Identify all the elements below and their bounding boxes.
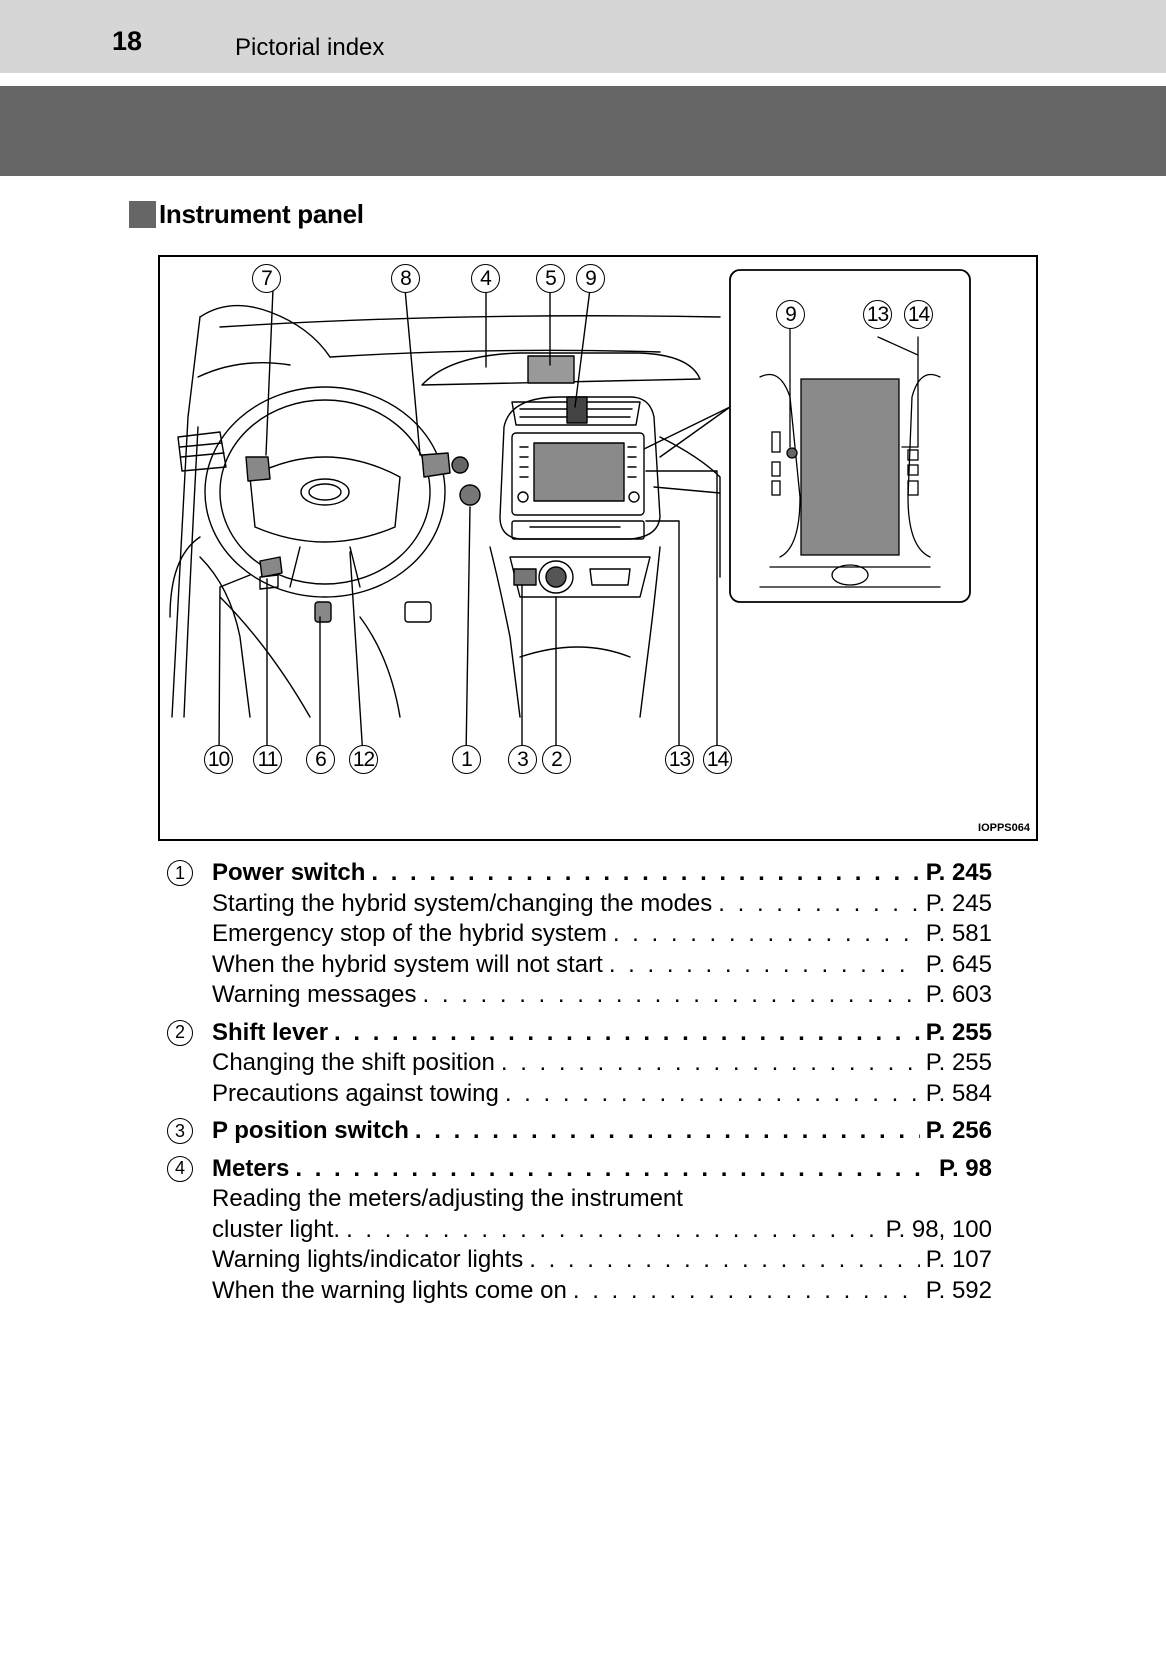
figure-code: IOPPS064 [978, 822, 1030, 834]
index-page: P. 98 [939, 1154, 992, 1182]
index-number-2: 2 [167, 1019, 193, 1046]
inset-callout-9: 9 [776, 300, 805, 329]
instrument-panel-figure: 7 8 4 5 9 9 13 14 10 11 6 12 1 3 2 13 14… [158, 255, 1038, 841]
sub-label: When the hybrid system will not start [212, 950, 603, 978]
index-main-row[interactable]: P position switch P. 256 [212, 1116, 992, 1147]
heading: Instrument panel [129, 199, 364, 229]
index-group-4: 4 Meters P. 98 Reading the meters/adjusti… [160, 1154, 992, 1307]
callout-13: 13 [665, 745, 694, 774]
index-main-row[interactable]: Meters P. 98 [212, 1154, 992, 1185]
index-sub-row[interactable]: Emergency stop of the hybrid system P. 58… [212, 919, 992, 950]
index-sub-row[interactable]: When the warning lights come on P. 592 [212, 1276, 992, 1307]
index-sub-row[interactable]: When the hybrid system will not start P. … [212, 950, 992, 981]
index-sub-row-first-line[interactable]: Reading the meters/adjusting the instrum… [212, 1185, 683, 1212]
sub-label: cluster light. [212, 1215, 341, 1243]
callout-4: 4 [471, 264, 500, 293]
index-sub-row[interactable]: Warning lights/indicator lights P. 107 [212, 1245, 992, 1276]
index-number-1: 1 [167, 860, 193, 886]
sub-page: P. 645 [925, 950, 992, 978]
callout-2: 2 [542, 745, 571, 774]
index-main-row[interactable]: Power switch P. 245 [212, 858, 992, 889]
callout-1: 1 [452, 745, 481, 774]
sub-page: P. 584 [925, 1079, 992, 1107]
callout-11: 11 [253, 745, 282, 774]
index-sub-row[interactable]: Changing the shift position P. 255 [212, 1048, 992, 1079]
index-page: P. 245 [925, 859, 992, 886]
sub-label: Precautions against towing [212, 1079, 499, 1107]
instrument-panel-illustration [169, 269, 971, 758]
index-title: Meters [212, 1154, 290, 1182]
index-group-3: 3 P position switch P. 256 [160, 1116, 992, 1147]
index-page: P. 255 [925, 1018, 992, 1046]
sub-label: Warning lights/indicator lights [212, 1246, 524, 1273]
chapter-band [0, 86, 1166, 176]
callout-12: 12 [349, 745, 378, 774]
sub-page: P. 592 [925, 1276, 992, 1304]
heading-square-icon [129, 200, 156, 228]
index-title: P position switch [212, 1117, 409, 1144]
index-main-row[interactable]: Shift lever P. 255 [212, 1018, 992, 1049]
sub-page: P. 245 [925, 889, 992, 917]
heading-text: Instrument panel [159, 198, 364, 229]
callout-14: 14 [703, 745, 732, 774]
index-sub-row[interactable]: Starting the hybrid system/changing the … [212, 889, 992, 920]
sub-label: Changing the shift position [212, 1049, 495, 1076]
index-number-3: 3 [167, 1118, 193, 1144]
section-title: Pictorial index [235, 34, 385, 61]
callout-3: 3 [508, 745, 537, 774]
callout-6: 6 [306, 745, 335, 774]
sub-label: Emergency stop of the hybrid system [212, 920, 607, 947]
index-sub-row[interactable]: cluster light. P. 98, 100 [212, 1215, 992, 1246]
sub-page: P. 581 [925, 920, 992, 947]
sub-page: P. 107 [925, 1246, 992, 1273]
sub-label: When the warning lights come on [212, 1276, 567, 1304]
page-number: 18 [112, 26, 143, 56]
callout-5: 5 [536, 264, 565, 293]
index-sub-row[interactable]: Precautions against towing P. 584 [212, 1079, 992, 1110]
sub-page: P. 255 [925, 1049, 992, 1076]
callout-10: 10 [204, 745, 233, 774]
callout-8: 8 [391, 264, 420, 293]
sub-label: Warning messages [212, 981, 417, 1008]
index-title: Shift lever [212, 1018, 329, 1046]
pictorial-index-list: 1 Power switch P. 245 Starting the hybrid… [160, 858, 992, 1313]
index-sub-row[interactable]: Warning messages P. 603 [212, 980, 992, 1011]
sub-page: P. 98, 100 [885, 1215, 992, 1243]
index-group-2: 2 Shift lever P. 255 Changing the shift p… [160, 1018, 992, 1110]
index-number-4: 4 [167, 1155, 193, 1182]
index-title: Power switch [212, 859, 366, 886]
callout-7: 7 [252, 264, 281, 293]
sub-label: Starting the hybrid system/changing the … [212, 889, 713, 917]
index-group-1: 1 Power switch P. 245 Starting the hybrid… [160, 858, 992, 1011]
index-page: P. 256 [925, 1117, 992, 1144]
sub-page: P. 603 [925, 981, 992, 1008]
callout-9: 9 [576, 264, 605, 293]
header-band [0, 0, 1166, 73]
inset-callout-14: 14 [904, 300, 933, 329]
inset-callout-13: 13 [863, 300, 892, 329]
